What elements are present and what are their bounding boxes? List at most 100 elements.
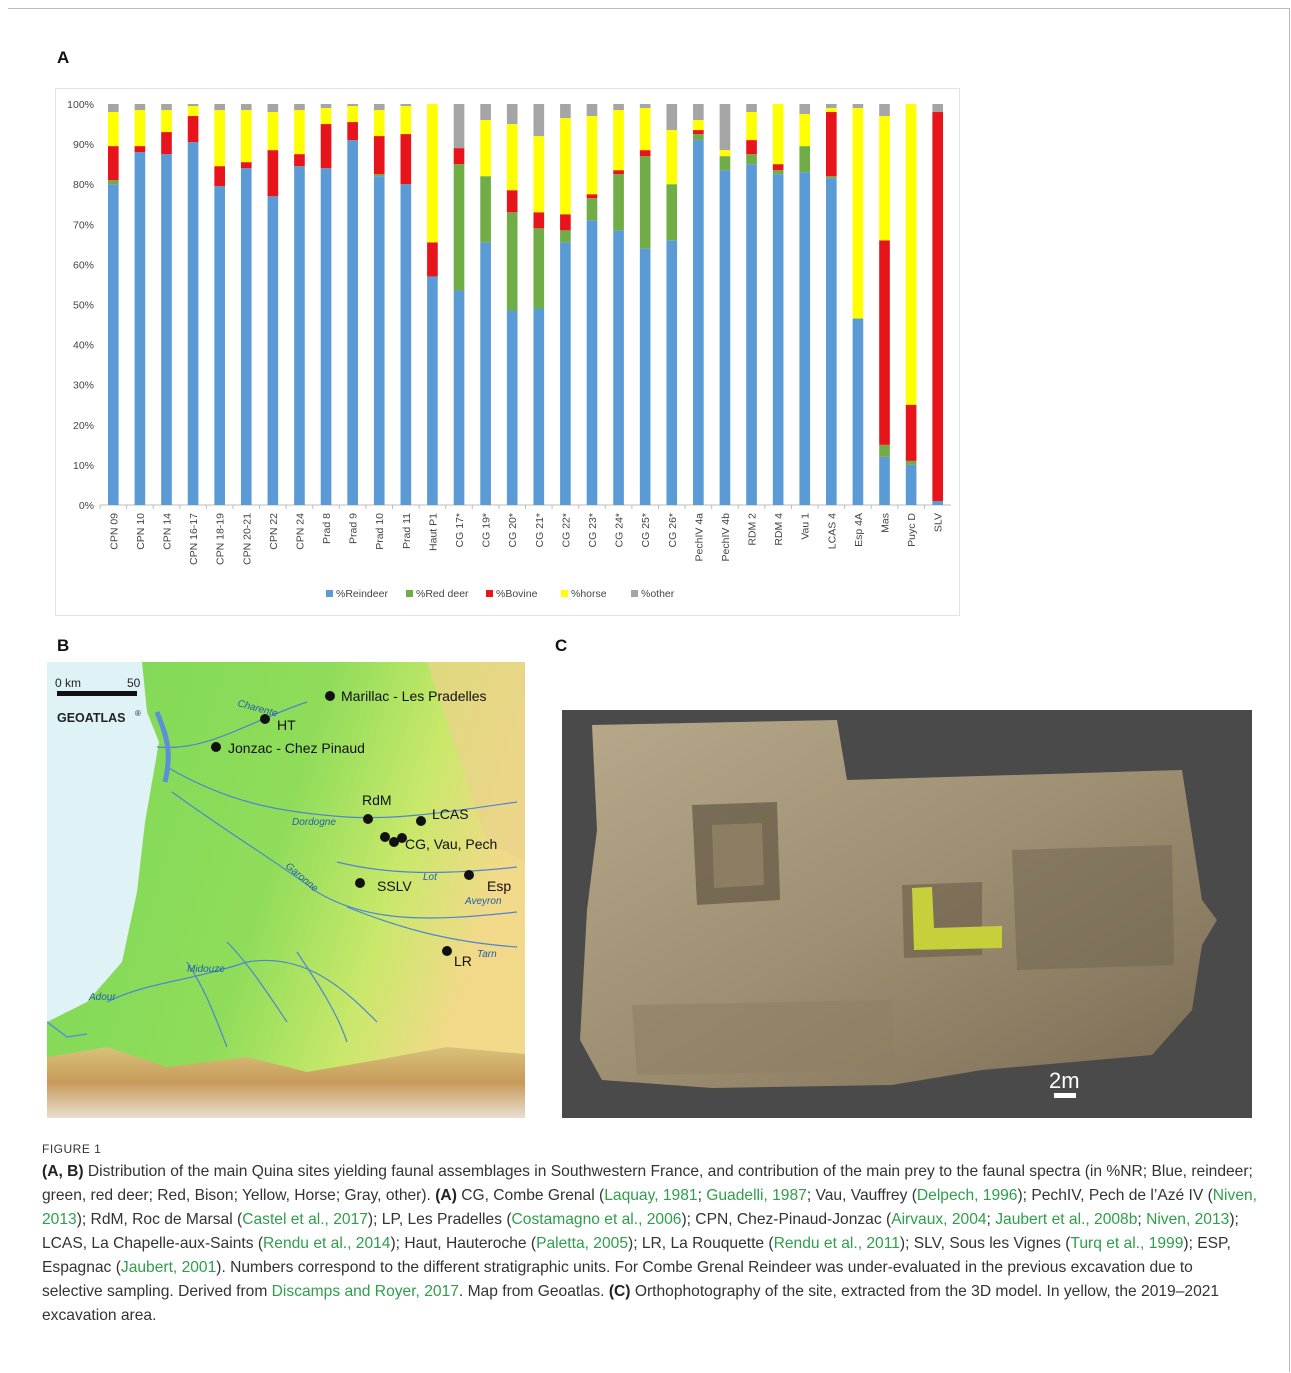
bar-segment xyxy=(506,104,518,125)
bar-segment xyxy=(294,154,305,167)
bar-segment xyxy=(639,248,651,506)
x-tick-label: CPN 20-21 xyxy=(241,513,253,565)
bar-segment xyxy=(693,134,704,141)
bar-segment xyxy=(294,104,305,111)
bar-segment xyxy=(586,116,598,195)
bar-segment xyxy=(187,104,199,106)
bar-segment xyxy=(932,500,944,505)
citation-link[interactable]: Delpech, 1996 xyxy=(916,1187,1018,1204)
bar-segment xyxy=(799,146,811,173)
bar-segment xyxy=(693,104,704,121)
bar-segment xyxy=(560,214,571,231)
x-tick-label: CG 19* xyxy=(481,513,493,547)
bar-segment xyxy=(639,104,651,109)
river-network xyxy=(106,701,518,1048)
bar-segment xyxy=(746,154,757,165)
citation-link[interactable]: Guadelli, 1987 xyxy=(706,1187,807,1204)
bar-segment xyxy=(879,456,890,505)
bar-segment xyxy=(347,106,358,123)
bar-segment xyxy=(932,104,944,113)
site-marker-marillac: Marillac - Les Pradelles xyxy=(325,688,487,704)
citation-link[interactable]: Jaubert et al., 2008b xyxy=(995,1211,1138,1228)
citation-link[interactable]: Paletta, 2005 xyxy=(536,1235,628,1252)
bar-segment xyxy=(134,104,146,111)
citation-link[interactable]: Costamagno et al., 2006 xyxy=(511,1211,682,1228)
bar-segment xyxy=(932,112,944,501)
x-tick-label: CG 22* xyxy=(560,513,572,547)
x-tick-label: Vau 1 xyxy=(800,513,812,540)
bar-segment xyxy=(453,290,465,505)
legend-label: %horse xyxy=(571,588,607,600)
bar-segment xyxy=(161,110,172,133)
bar-segment xyxy=(613,230,624,505)
scale-end: 50 xyxy=(127,676,141,690)
bar-segment xyxy=(772,164,784,171)
legend-swatch xyxy=(486,590,493,597)
bar-segment xyxy=(267,150,279,197)
bar-segment xyxy=(533,136,545,213)
legend-label: %Red deer xyxy=(416,588,469,600)
bar-segment xyxy=(639,150,651,157)
site-marker-cg-vau-pech: CG, Vau, Pech xyxy=(380,832,497,852)
bar-segment xyxy=(320,124,332,169)
legend-swatch xyxy=(326,590,333,597)
citation-link[interactable]: Jaubert, 2001 xyxy=(120,1259,217,1276)
photo-scale-bar xyxy=(1054,1093,1076,1098)
bar-segment xyxy=(187,106,199,117)
x-tick-label: Mas xyxy=(880,513,892,533)
x-tick-label: CPN 16-17 xyxy=(188,513,200,565)
bar-segment xyxy=(107,180,119,185)
citation-link[interactable]: Laquay, 1981 xyxy=(604,1187,698,1204)
bar-segment xyxy=(320,104,332,109)
legend-label: %other xyxy=(641,588,675,600)
x-tick-label: RDM 4 xyxy=(773,513,785,546)
excavation-area-2019-2021 xyxy=(912,887,1002,950)
bar-segment xyxy=(506,310,518,505)
bar-segment xyxy=(613,170,624,175)
x-tick-label: CPN 09 xyxy=(108,513,120,550)
bar-segment xyxy=(373,110,385,137)
bar-segment xyxy=(134,110,146,147)
x-tick-label: CG 20* xyxy=(507,513,519,547)
x-tick-label: Prad 11 xyxy=(401,513,413,549)
x-tick-label: CG 21* xyxy=(534,513,546,547)
citation-link[interactable]: Rendu et al., 2011 xyxy=(773,1235,900,1252)
bar-segment xyxy=(134,152,146,505)
bar-segment xyxy=(826,108,837,113)
bar-segment xyxy=(799,104,811,115)
bar-segment xyxy=(533,212,545,229)
bar-segment xyxy=(214,186,225,505)
bar-segment xyxy=(826,178,837,505)
citation-link[interactable]: Turq et al., 1999 xyxy=(1070,1235,1184,1252)
bar-segment xyxy=(586,220,598,506)
bar-segment xyxy=(453,104,465,149)
bar-segment xyxy=(826,104,837,109)
citation-link[interactable]: Discamps and Royer, 2017 xyxy=(271,1283,459,1300)
bar-segment xyxy=(746,104,757,113)
river-label-midouze: Midouze xyxy=(187,964,225,975)
svg-text:CG, Vau, Pech: CG, Vau, Pech xyxy=(405,836,497,852)
bar-segment xyxy=(746,112,757,141)
site-map: 0 km 50 GEOATLAS ® Charente Dordogne Gar… xyxy=(47,662,525,1118)
bar-segment xyxy=(639,156,651,249)
x-tick-label: Prad 8 xyxy=(321,513,333,544)
citation-link[interactable]: Niven, 2013 xyxy=(42,1187,1257,1228)
bar-segment xyxy=(267,104,279,113)
panel-label-b: B xyxy=(57,636,70,655)
site-marker-jonzac: Jonzac - Chez Pinaud xyxy=(211,740,365,756)
figure-frame xyxy=(8,8,1290,1372)
geoatlas-logo: GEOATLAS xyxy=(57,711,126,725)
bar-segment xyxy=(693,130,704,135)
y-tick-label: 30% xyxy=(73,380,94,392)
legend-swatch xyxy=(561,590,568,597)
bar-segment xyxy=(373,176,385,505)
citation-link[interactable]: Rendu et al., 2014 xyxy=(263,1235,391,1252)
bar-segment xyxy=(294,110,305,155)
river-label-tarn: Tarn xyxy=(477,949,497,960)
citation-link[interactable]: Castel et al., 2017 xyxy=(242,1211,368,1228)
citation-link[interactable]: Airvaux, 2004 xyxy=(891,1211,987,1228)
citation-link[interactable]: Niven, 2013 xyxy=(1146,1211,1230,1228)
bar-segment xyxy=(799,172,811,506)
x-tick-label: Puyc D xyxy=(906,513,918,547)
bar-segment xyxy=(666,184,678,241)
